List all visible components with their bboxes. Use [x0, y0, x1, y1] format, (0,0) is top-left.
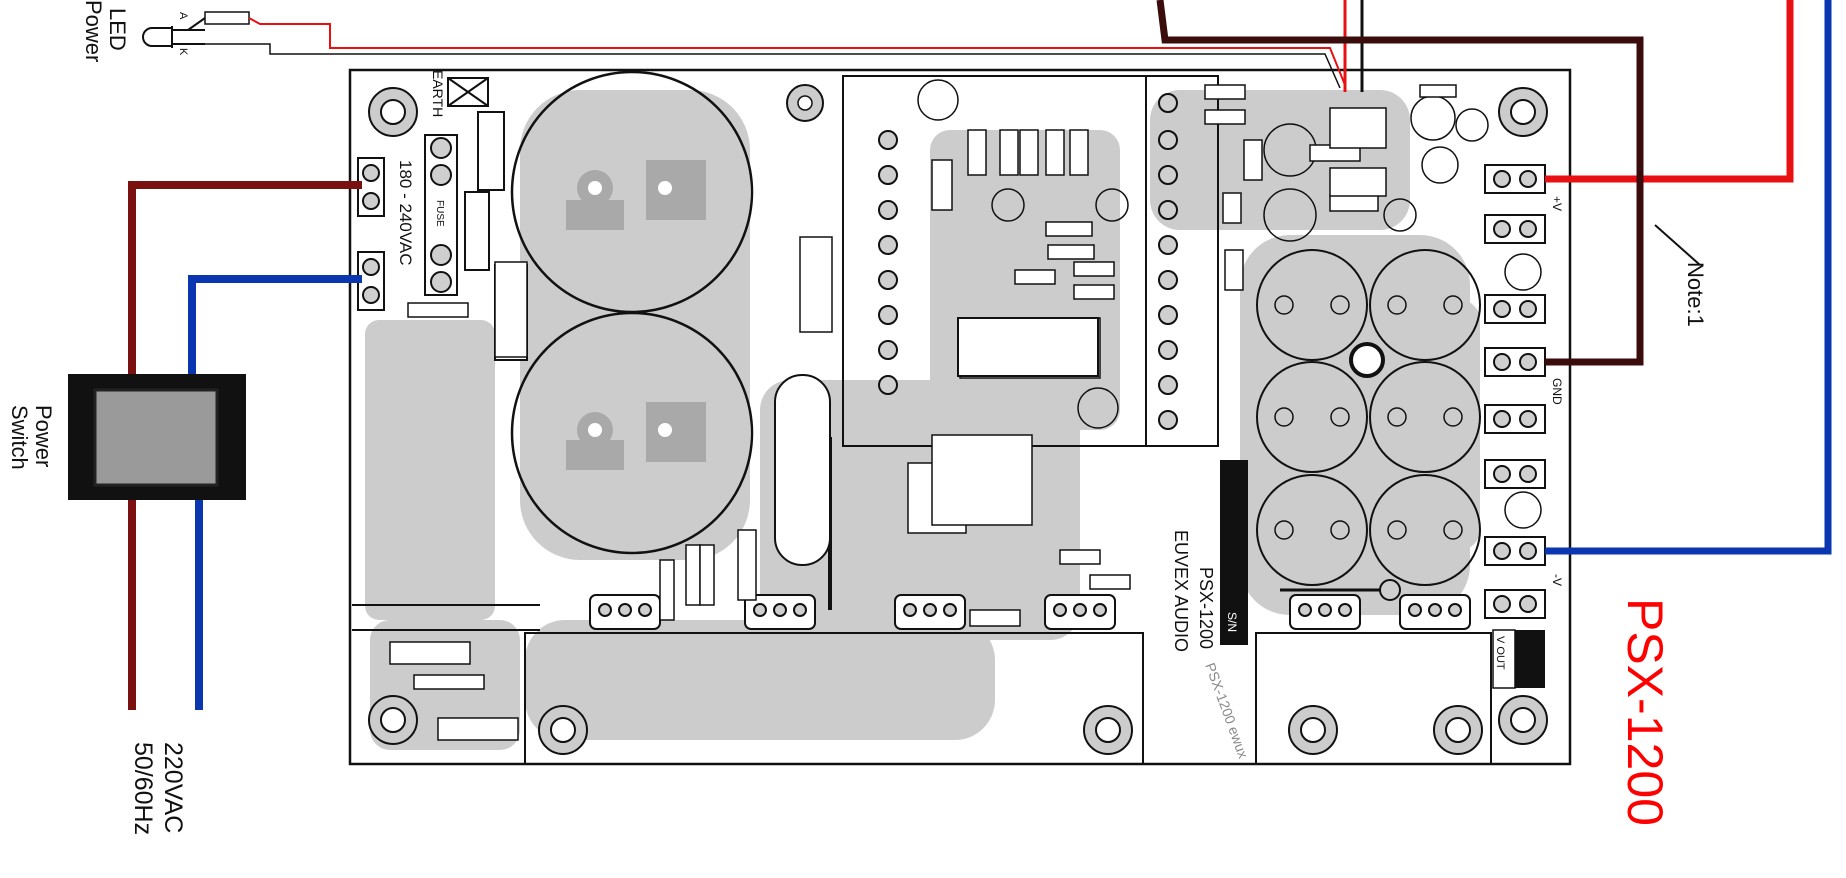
power-switch-line-1: Power	[31, 405, 56, 467]
led-pin-k: K	[177, 48, 189, 56]
note-label: Note:1	[1683, 262, 1708, 327]
mains-line-1: 220VAC	[159, 742, 187, 833]
v-out-indicator	[1515, 630, 1545, 688]
power-switch-line-2: Switch	[7, 405, 32, 470]
pcb-earth-label: EARTH	[430, 70, 446, 117]
pcb-gnd-label: GND	[1550, 378, 1564, 405]
output-capacitor-pads	[1274, 295, 1463, 540]
power-led-label: Power LED	[81, 0, 130, 68]
product-name: PSX-1200	[1617, 598, 1673, 826]
mains-wires	[128, 181, 362, 710]
ic-chip	[957, 317, 1099, 377]
power-switch[interactable]	[68, 374, 246, 500]
pcb-panels	[352, 75, 1492, 765]
mounting-holes	[368, 84, 1548, 755]
transistors	[589, 594, 1471, 630]
serial-number-bar	[1220, 460, 1248, 645]
power-switch-label: Power Switch	[7, 405, 56, 473]
led-pin-a: A	[177, 12, 189, 20]
power-led-line-2: LED	[105, 8, 130, 51]
output-wires	[1156, 0, 1832, 555]
pcb-minus-v-label: -V	[1550, 574, 1564, 586]
pcb-serial-label: S/N	[1225, 612, 1239, 632]
pcb-fuse-label: FUSE	[434, 200, 445, 227]
led-wires	[205, 0, 1364, 92]
pcb-voltage-range-label: 180 - 240VAC	[396, 160, 415, 266]
main-filter-capacitors	[510, 70, 754, 555]
power-led: A K	[142, 11, 250, 56]
note-pointer	[1654, 224, 1701, 266]
pcb-v-out-label: V OUT	[1494, 636, 1506, 670]
power-led-line-1: Power	[81, 0, 106, 62]
earth-symbol	[447, 77, 489, 107]
output-connectors	[1484, 164, 1546, 619]
output-capacitors	[1256, 249, 1481, 586]
mains-label: 220VAC 50/60Hz	[129, 742, 187, 840]
pcb-plus-v-label: +V	[1550, 196, 1564, 211]
pcb-model-label: PSX-1200	[1196, 567, 1216, 649]
connector-pins	[878, 93, 1178, 430]
pcb-board: EARTH 180 - 240VAC FUSE EUVEX AUDIO PSX-…	[348, 68, 1572, 766]
v-out-box	[1492, 629, 1516, 689]
mains-line-2: 50/60Hz	[129, 742, 157, 835]
pcb-brand-label: EUVEX AUDIO	[1171, 530, 1191, 652]
